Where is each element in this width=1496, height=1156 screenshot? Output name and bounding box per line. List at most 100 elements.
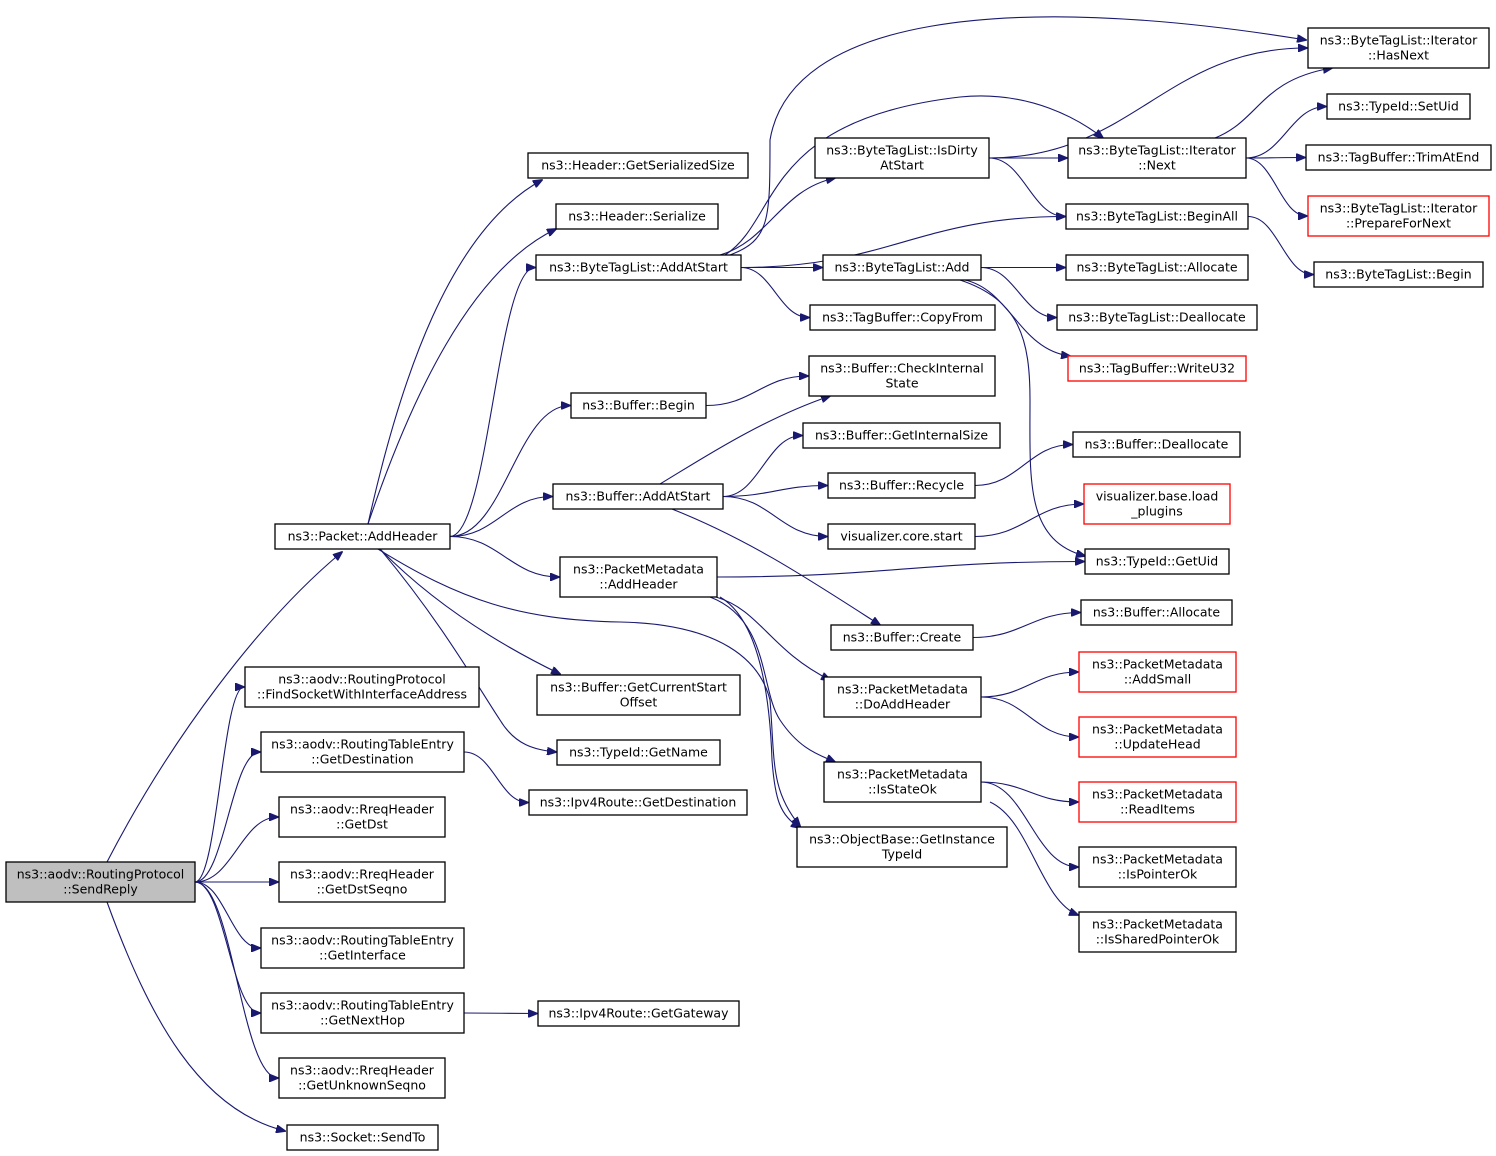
- node-box[interactable]: [823, 676, 982, 718]
- node-bufCreate[interactable]: ns3::Buffer::Create: [830, 624, 974, 651]
- node-box[interactable]: [286, 1124, 439, 1151]
- node-box[interactable]: [827, 472, 976, 499]
- node-box[interactable]: [1078, 911, 1237, 953]
- node-visLoadPlugins[interactable]: visualizer.base.load_plugins: [1083, 483, 1231, 525]
- node-box[interactable]: [274, 523, 451, 550]
- node-btlAllocate[interactable]: ns3::ByteTagList::Allocate: [1065, 254, 1249, 281]
- node-box[interactable]: [527, 152, 749, 179]
- node-rteGetInterface[interactable]: ns3::aodv::RoutingTableEntry::GetInterfa…: [260, 927, 465, 969]
- node-box[interactable]: [537, 1000, 740, 1027]
- node-rreqGetDstSeqno[interactable]: ns3::aodv::RreqHeader::GetDstSeqno: [278, 861, 446, 903]
- node-box[interactable]: [1065, 254, 1249, 281]
- node-btlIterPrepNext[interactable]: ns3::ByteTagList::Iterator::PrepareForNe…: [1307, 195, 1490, 237]
- node-btlAdd[interactable]: ns3::ByteTagList::Add: [822, 254, 982, 281]
- node-findSocket[interactable]: ns3::aodv::RoutingProtocol::FindSocketWi…: [244, 666, 480, 708]
- node-box[interactable]: [1067, 137, 1247, 179]
- node-bufDeallocate[interactable]: ns3::Buffer::Deallocate: [1072, 431, 1241, 458]
- node-box[interactable]: [5, 861, 196, 903]
- node-rreqGetDst[interactable]: ns3::aodv::RreqHeader::GetDst: [278, 796, 446, 838]
- node-box[interactable]: [1078, 716, 1237, 758]
- node-box[interactable]: [814, 137, 990, 179]
- node-box[interactable]: [808, 355, 996, 397]
- node-box[interactable]: [1056, 304, 1258, 331]
- node-box[interactable]: [556, 739, 721, 766]
- node-btlBegin[interactable]: ns3::ByteTagList::Begin: [1313, 261, 1484, 288]
- node-box[interactable]: [559, 556, 718, 598]
- node-ipv4GetGateway[interactable]: ns3::Ipv4Route::GetGateway: [537, 1000, 740, 1027]
- node-box[interactable]: [535, 254, 742, 281]
- node-btlIterHasNext[interactable]: ns3::ByteTagList::Iterator::HasNext: [1307, 27, 1490, 69]
- node-pmIsStateOk[interactable]: ns3::PacketMetadata::IsStateOk: [823, 761, 982, 803]
- node-box[interactable]: [536, 674, 741, 716]
- node-root[interactable]: ns3::aodv::RoutingProtocol::SendReply: [5, 861, 196, 903]
- node-box[interactable]: [570, 392, 707, 419]
- node-box[interactable]: [1083, 483, 1231, 525]
- node-box[interactable]: [827, 523, 976, 550]
- node-bufAllocate[interactable]: ns3::Buffer::Allocate: [1080, 599, 1233, 626]
- node-box[interactable]: [278, 1057, 446, 1099]
- node-pmIsPointerOk[interactable]: ns3::PacketMetadata::IsPointerOk: [1078, 846, 1237, 888]
- node-box[interactable]: [555, 203, 719, 230]
- node-rreqUnknownSeqno[interactable]: ns3::aodv::RreqHeader::GetUnknownSeqno: [278, 1057, 446, 1099]
- node-box[interactable]: [1305, 144, 1492, 171]
- node-box[interactable]: [1313, 261, 1484, 288]
- node-box[interactable]: [1307, 27, 1490, 69]
- node-box[interactable]: [260, 731, 465, 773]
- node-box[interactable]: [1072, 431, 1241, 458]
- node-pmReadItems[interactable]: ns3::PacketMetadata::ReadItems: [1078, 781, 1237, 823]
- node-box[interactable]: [260, 927, 465, 969]
- node-pmIsSharedPtrOk[interactable]: ns3::PacketMetadata::IsSharedPointerOk: [1078, 911, 1237, 953]
- node-tbCopyFrom[interactable]: ns3::TagBuffer::CopyFrom: [809, 304, 996, 331]
- node-box[interactable]: [802, 422, 1001, 449]
- node-box[interactable]: [1326, 93, 1471, 120]
- node-btlBeginAll[interactable]: ns3::ByteTagList::BeginAll: [1065, 203, 1249, 230]
- node-box[interactable]: [1078, 781, 1237, 823]
- node-bufBegin[interactable]: ns3::Buffer::Begin: [570, 392, 707, 419]
- node-rteGetDest[interactable]: ns3::aodv::RoutingTableEntry::GetDestina…: [260, 731, 465, 773]
- node-box[interactable]: [796, 826, 1008, 868]
- node-typeIdGetName[interactable]: ns3::TypeId::GetName: [556, 739, 721, 766]
- node-typeIdGetUid[interactable]: ns3::TypeId::GetUid: [1084, 548, 1230, 575]
- node-box[interactable]: [278, 796, 446, 838]
- node-box[interactable]: [1065, 203, 1249, 230]
- node-addHeader[interactable]: ns3::Packet::AddHeader: [274, 523, 451, 550]
- node-box[interactable]: [1084, 548, 1230, 575]
- node-box[interactable]: [528, 789, 748, 816]
- node-bufRecycle[interactable]: ns3::Buffer::Recycle: [827, 472, 976, 499]
- node-bufGetInternalSize[interactable]: ns3::Buffer::GetInternalSize: [802, 422, 1001, 449]
- node-box[interactable]: [830, 624, 974, 651]
- node-tbTrimAtEnd[interactable]: ns3::TagBuffer::TrimAtEnd: [1305, 144, 1492, 171]
- node-ipv4GetDest[interactable]: ns3::Ipv4Route::GetDestination: [528, 789, 748, 816]
- node-bufAddAtStart[interactable]: ns3::Buffer::AddAtStart: [552, 483, 724, 510]
- node-btlDeallocate[interactable]: ns3::ByteTagList::Deallocate: [1056, 304, 1258, 331]
- node-box[interactable]: [809, 304, 996, 331]
- node-tbWriteU32[interactable]: ns3::TagBuffer::WriteU32: [1067, 355, 1247, 382]
- node-pmAddSmall[interactable]: ns3::PacketMetadata::AddSmall: [1078, 651, 1237, 693]
- node-hdrGetSerSize[interactable]: ns3::Header::GetSerializedSize: [527, 152, 749, 179]
- node-btlIterNext[interactable]: ns3::ByteTagList::Iterator::Next: [1067, 137, 1247, 179]
- node-box[interactable]: [260, 992, 465, 1034]
- node-pmDoAddHeader[interactable]: ns3::PacketMetadata::DoAddHeader: [823, 676, 982, 718]
- node-box[interactable]: [1067, 355, 1247, 382]
- node-box[interactable]: [244, 666, 480, 708]
- node-box[interactable]: [822, 254, 982, 281]
- node-box[interactable]: [1078, 651, 1237, 693]
- node-socketSendTo[interactable]: ns3::Socket::SendTo: [286, 1124, 439, 1151]
- node-rteGetNextHop[interactable]: ns3::aodv::RoutingTableEntry::GetNextHop: [260, 992, 465, 1034]
- node-typeIdSetUid[interactable]: ns3::TypeId::SetUid: [1326, 93, 1471, 120]
- node-box[interactable]: [552, 483, 724, 510]
- node-box[interactable]: [823, 761, 982, 803]
- node-box[interactable]: [278, 861, 446, 903]
- node-pmAddHeader[interactable]: ns3::PacketMetadata::AddHeader: [559, 556, 718, 598]
- node-btlAddAtStart[interactable]: ns3::ByteTagList::AddAtStart: [535, 254, 742, 281]
- node-box[interactable]: [1307, 195, 1490, 237]
- node-box[interactable]: [1080, 599, 1233, 626]
- node-visCoreStart[interactable]: visualizer.core.start: [827, 523, 976, 550]
- node-pmUpdateHead[interactable]: ns3::PacketMetadata::UpdateHead: [1078, 716, 1237, 758]
- node-box[interactable]: [1078, 846, 1237, 888]
- node-hdrSerialize[interactable]: ns3::Header::Serialize: [555, 203, 719, 230]
